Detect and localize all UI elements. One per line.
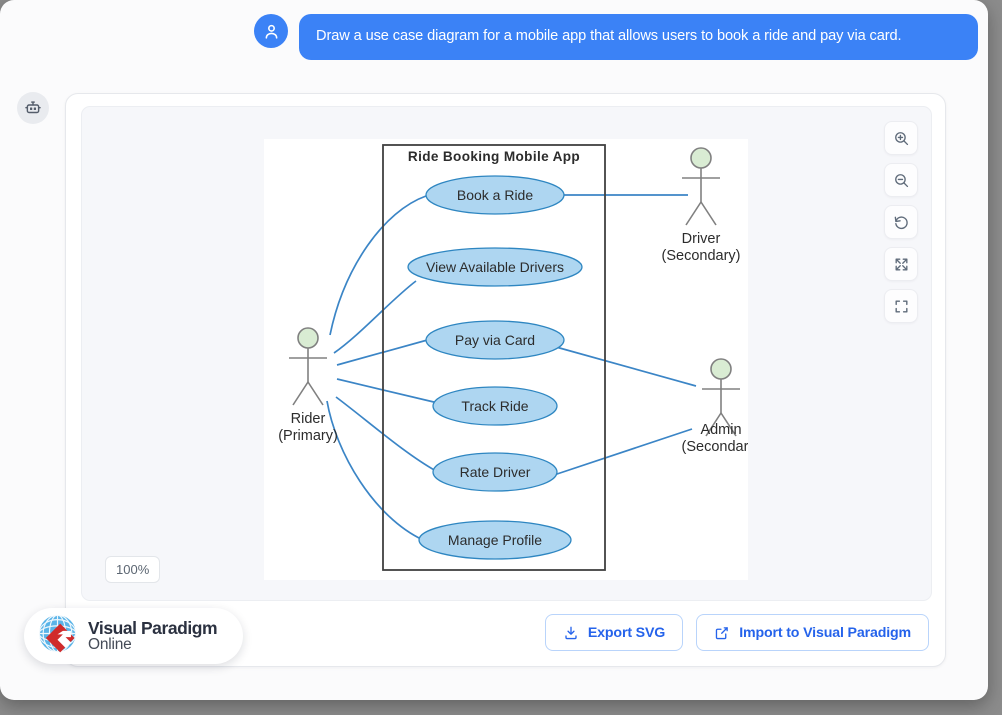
brand-text: Visual Paradigm Online [88, 618, 218, 654]
actor-rider-label-1: Rider [291, 411, 326, 427]
actor-admin-label-1: Admin [700, 422, 741, 438]
actor-driver-label-1: Driver [682, 231, 721, 247]
fullscreen-button[interactable] [884, 289, 918, 323]
external-link-icon [714, 625, 730, 641]
actor-driver: Driver (Secondary) [662, 147, 741, 264]
svg-text:Track Ride: Track Ride [461, 398, 528, 414]
download-icon [563, 625, 579, 641]
export-svg-label: Export SVG [587, 624, 666, 641]
svg-text:Book a Ride: Book a Ride [457, 187, 533, 203]
import-vp-label: Import to Visual Paradigm [739, 624, 911, 641]
zoom-in-button[interactable] [884, 121, 918, 155]
actor-admin: Admin (Secondary) [682, 358, 748, 455]
actor-rider-label-2: (Primary) [278, 428, 338, 444]
zoom-in-icon [893, 130, 910, 147]
brand-line1: Visual Paradigm [88, 618, 218, 639]
association-lines [326, 194, 697, 541]
fullscreen-icon [893, 298, 910, 315]
assoc-rider-book [329, 195, 427, 336]
brand-line2: Online [88, 636, 132, 654]
user-message-row: Draw a use case diagram for a mobile app… [254, 14, 978, 60]
svg-text:Rate Driver: Rate Driver [460, 464, 531, 480]
app-window: Draw a use case diagram for a mobile app… [0, 0, 988, 700]
fit-screen-icon [893, 256, 910, 273]
assoc-admin-rate [553, 428, 693, 476]
use-case-book-a-ride: Book a Ride [425, 175, 565, 215]
import-vp-button[interactable]: Import to Visual Paradigm [696, 614, 929, 651]
assoc-admin-pay [555, 346, 697, 387]
zoom-level-badge: 100% [105, 556, 161, 583]
actor-admin-label-2: (Secondary) [682, 439, 748, 455]
use-case-view-available-drivers: View Available Drivers [407, 247, 583, 287]
reset-icon [893, 214, 910, 231]
use-case-track-ride: Track Ride [432, 386, 558, 426]
svg-text:Pay via Card: Pay via Card [455, 332, 535, 348]
export-svg-button[interactable]: Export SVG [544, 614, 684, 651]
use-cases: Book a Ride View Available Drivers Pay v… [407, 175, 583, 560]
reset-view-button[interactable] [884, 205, 918, 239]
svg-text:View Available Drivers: View Available Drivers [426, 259, 564, 275]
fit-screen-button[interactable] [884, 247, 918, 281]
use-case-manage-profile: Manage Profile [418, 520, 572, 560]
actor-rider: Rider (Primary) [278, 327, 338, 444]
diagram-canvas[interactable]: Ride Booking Mobile App Book a Ride View… [81, 106, 932, 601]
use-case-pay-via-card: Pay via Card [425, 320, 565, 360]
assoc-rider-track [336, 378, 439, 404]
use-case-diagram-svg[interactable]: Ride Booking Mobile App Book a Ride View… [264, 139, 748, 580]
assoc-rider-rate [335, 396, 437, 472]
visual-paradigm-brand-badge: Visual Paradigm Online [24, 608, 244, 664]
user-message-bubble: Draw a use case diagram for a mobile app… [299, 14, 978, 60]
assoc-rider-manage [326, 400, 424, 541]
system-boundary: Ride Booking Mobile App [382, 144, 606, 571]
visual-paradigm-logo [36, 612, 79, 660]
robot-icon [17, 92, 49, 124]
card-action-buttons: Export SVG Import to Visual Paradigm [544, 614, 929, 651]
zoom-out-button[interactable] [884, 163, 918, 197]
assoc-rider-view [333, 280, 417, 354]
actor-driver-label-2: (Secondary) [662, 248, 741, 264]
svg-text:Manage Profile: Manage Profile [448, 532, 542, 548]
canvas-toolbar [884, 121, 918, 323]
person-icon [254, 14, 288, 48]
diagram-response-card: Ride Booking Mobile App Book a Ride View… [65, 93, 946, 667]
use-case-rate-driver: Rate Driver [432, 452, 558, 492]
zoom-out-icon [893, 172, 910, 189]
assoc-rider-pay [336, 338, 432, 366]
system-boundary-title: Ride Booking Mobile App [408, 149, 580, 164]
